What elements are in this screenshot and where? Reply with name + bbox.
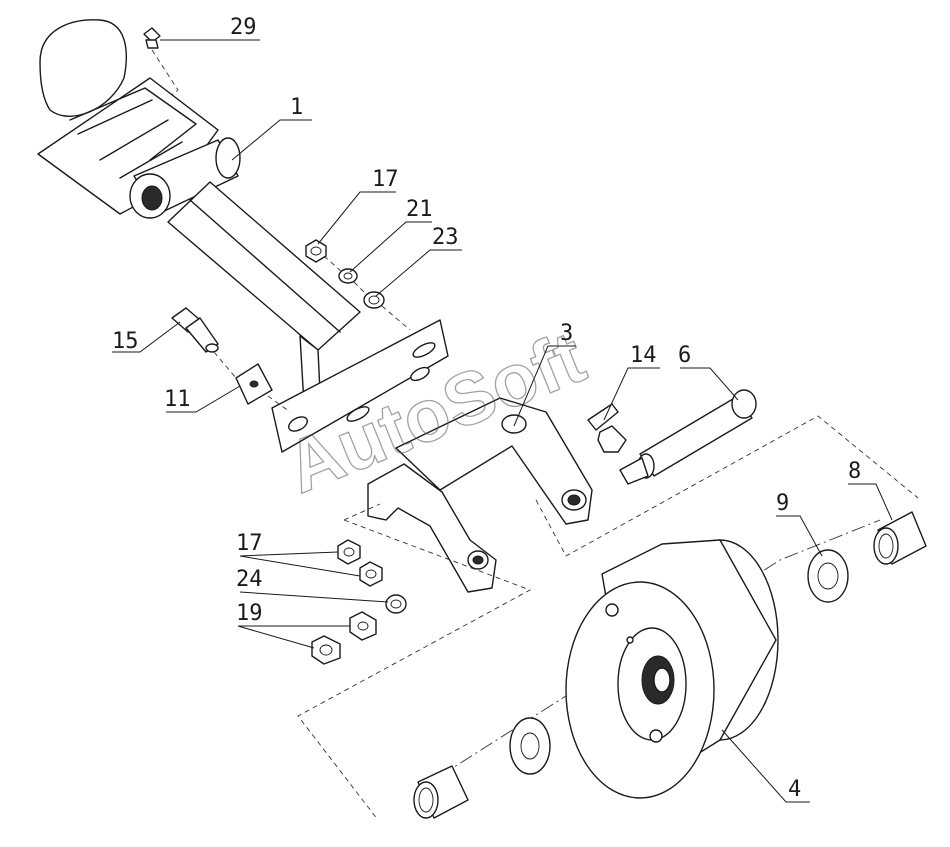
bolt-part-14 <box>587 403 627 453</box>
leader-lines <box>112 39 893 803</box>
nut-part-19-b <box>311 635 341 665</box>
hardware-dashed-link <box>323 255 411 331</box>
washer-part-24 <box>385 594 407 614</box>
callout-15: 15 <box>112 329 139 354</box>
bushing-part-8 <box>873 511 927 565</box>
callout-11: 11 <box>164 387 191 412</box>
washer-part-9 <box>807 549 849 603</box>
washer-part-23 <box>363 291 385 309</box>
callout-1: 1 <box>290 95 303 120</box>
callout-23: 23 <box>432 225 459 250</box>
nut-part-19-a <box>349 611 377 641</box>
callout-17-upper: 17 <box>372 167 399 192</box>
callout-9: 9 <box>776 491 789 516</box>
axle-part-6 <box>619 389 757 485</box>
callout-17-lower: 17 <box>236 531 263 556</box>
wheel-dashed-box <box>297 503 532 821</box>
callout-14: 14 <box>630 343 657 368</box>
pulley-wheel-part-4 <box>565 539 779 799</box>
pivot-arm-part-1 <box>37 19 449 453</box>
nut-part-17-lower-b <box>359 561 383 587</box>
bolt-dashed-link <box>213 351 237 379</box>
front-bushing <box>413 765 469 819</box>
bracket-part-3 <box>367 397 593 593</box>
callout-labels: 29 1 17 21 23 15 11 3 14 6 8 9 17 24 19 … <box>112 15 861 802</box>
callout-29: 29 <box>230 15 257 40</box>
axle-dashed-box <box>535 415 919 557</box>
square-plate-part-11 <box>235 363 273 405</box>
washer-part-21 <box>338 268 358 284</box>
front-washer <box>509 717 551 775</box>
callout-6: 6 <box>678 343 691 368</box>
callout-19: 19 <box>236 601 263 626</box>
bolt-part-15 <box>171 307 219 353</box>
plate-dashed-link <box>267 395 291 413</box>
callout-21: 21 <box>406 197 433 222</box>
grease-fitting-part-29 <box>143 27 161 49</box>
axle-centerline <box>439 519 881 777</box>
nut-part-17-upper <box>305 239 327 263</box>
callout-24: 24 <box>236 567 263 592</box>
callout-4: 4 <box>788 777 801 802</box>
callout-3: 3 <box>560 321 573 346</box>
nut-part-17-lower-a <box>337 539 361 565</box>
callout-8: 8 <box>848 459 861 484</box>
